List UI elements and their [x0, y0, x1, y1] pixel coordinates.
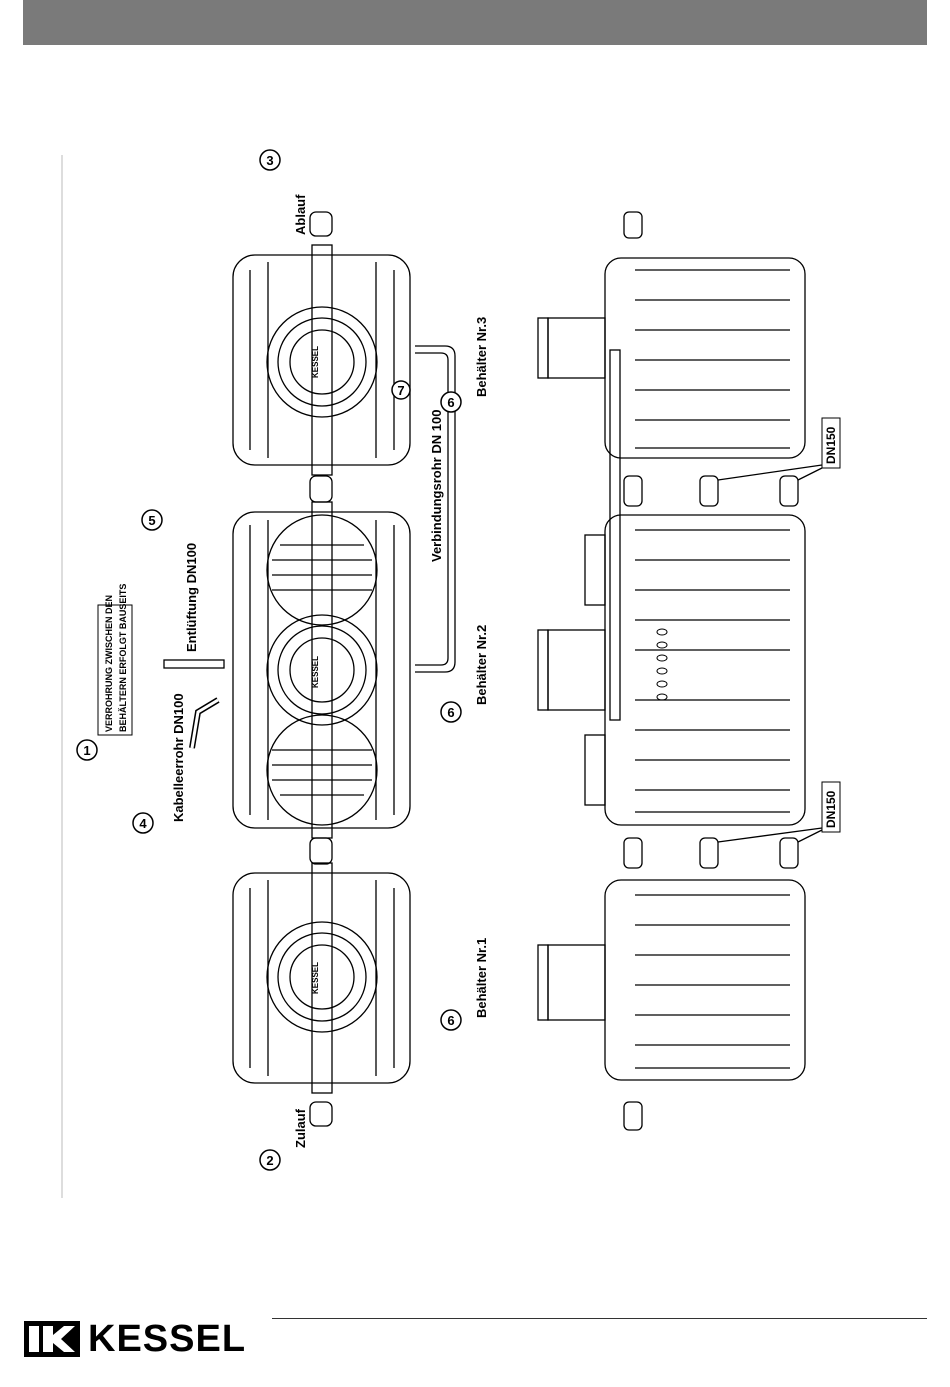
note-line-2: BEHÄLTERN ERFOLGT BAUSEITS — [118, 584, 128, 732]
label-tank-1: Behälter Nr.1 — [474, 938, 489, 1018]
tank-2-plan — [233, 502, 410, 838]
callout-7-text: 7 — [397, 383, 404, 398]
label-vent: Entlüftung DN100 — [184, 543, 199, 652]
callout-2-text: 2 — [266, 1153, 273, 1168]
kessel-logo-mark — [24, 1321, 80, 1357]
callout-4-text: 4 — [139, 816, 147, 831]
label-outlet: Ablauf — [293, 194, 308, 235]
label-dn150-right: DN150 — [824, 426, 838, 464]
callout-6c-text: 6 — [447, 1013, 454, 1028]
label-tank-2: Behälter Nr.2 — [474, 625, 489, 705]
tank-2-side — [538, 515, 805, 825]
kessel-logo: KESSEL — [24, 1320, 246, 1358]
tank-3-side — [538, 258, 805, 458]
callout-5-text: 5 — [148, 513, 155, 528]
footer-rule — [272, 1318, 927, 1319]
label-tank-3: Behälter Nr.3 — [474, 317, 489, 397]
callout-6a-text: 6 — [447, 395, 454, 410]
label-dn150-left: DN150 — [824, 790, 838, 828]
tank-1-brand: KESSEL — [311, 962, 320, 994]
tank-3-brand: KESSEL — [311, 346, 320, 378]
note-line-1: VERROHRUNG ZWISCHEN DEN — [104, 595, 114, 732]
tank-1-side — [538, 880, 805, 1080]
label-connecting-pipe: Verbindungsrohr DN 100 — [429, 410, 444, 562]
label-cable-pipe: Kabelleerrohr DN100 — [171, 693, 186, 822]
kessel-logo-text: KESSEL — [88, 1320, 246, 1358]
callout-3-text: 3 — [266, 153, 273, 168]
callout-6b-text: 6 — [447, 705, 454, 720]
installation-drawing: 1 2 3 4 5 6 6 6 7 VERROHRUNG ZWISCHEN DE… — [0, 0, 950, 1310]
tank-2-brand: KESSEL — [311, 656, 320, 688]
tank-3-plan — [233, 212, 410, 475]
label-inlet: Zulauf — [293, 1108, 308, 1148]
vent-pipe-icon — [164, 660, 224, 668]
tank-1-plan — [233, 863, 410, 1126]
callout-1-text: 1 — [83, 743, 90, 758]
